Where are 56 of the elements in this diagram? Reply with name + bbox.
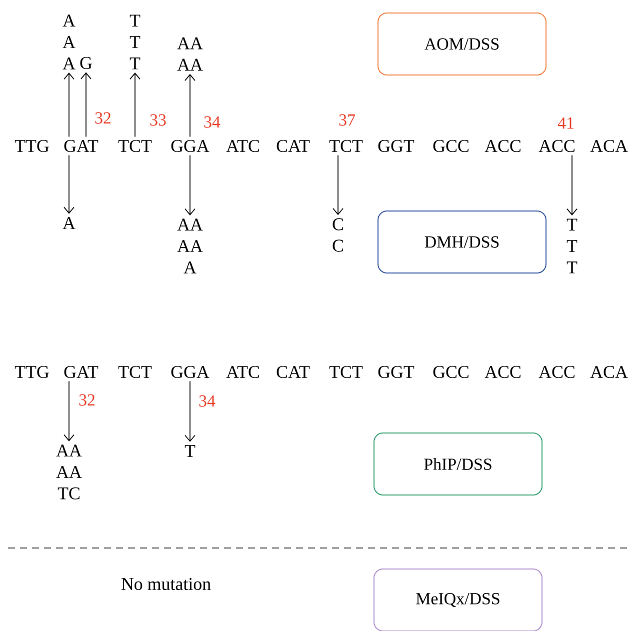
note-text: No mutation (121, 578, 211, 590)
arrow (130, 72, 140, 138)
codon-text: TCT (329, 366, 363, 378)
arrow (184, 74, 196, 138)
arrow (184, 380, 196, 442)
edge-label: 33 (150, 114, 166, 126)
edge-label: 34 (199, 395, 216, 407)
codon-text: TCT (118, 366, 152, 378)
mutation-text: G (80, 56, 92, 70)
arrow (64, 72, 74, 138)
treatment-box: PhIP/DSS (374, 432, 542, 496)
codon-text: CAT (276, 366, 310, 378)
codon-text: ATC (226, 140, 259, 152)
codon-text: CAT (276, 140, 310, 152)
codon-text: GGA (171, 140, 210, 152)
mutation-text: AA AA (177, 37, 203, 71)
codon-text: GAT (64, 366, 98, 378)
codon-text: ACC (484, 366, 520, 378)
mutation-text: C C (332, 218, 343, 252)
mutation-text: AA AA A (177, 218, 203, 274)
arrow (566, 154, 578, 216)
codon-text: GGT (378, 140, 414, 152)
edge-label: 34 (204, 116, 220, 128)
arrow (332, 154, 344, 216)
codon-text: GCC (433, 366, 468, 378)
arrow (184, 154, 196, 216)
codon-text: GGT (378, 366, 414, 378)
codon-text: GGA (171, 366, 210, 378)
edge-label: 32 (79, 394, 95, 406)
mutation-text: A A A (62, 14, 76, 70)
codon-text: ATC (226, 366, 259, 378)
codon-text: ACC (538, 140, 574, 152)
mutation-text: A (62, 217, 76, 229)
mutation-text: T T T (566, 218, 578, 274)
codon-text: ACC (538, 366, 574, 378)
codon-text: TCT (118, 140, 152, 152)
treatment-box: DMH/DSS (378, 210, 546, 274)
codon-text: ACC (484, 140, 520, 152)
mutation-text: T (184, 445, 196, 457)
codon-text: TTG (14, 366, 49, 378)
treatment-box: MeIQx/DSS (374, 568, 542, 631)
edge-label: 32 (95, 112, 111, 124)
edge-label: 41 (558, 117, 574, 129)
mutation-text: AA AA TC (56, 444, 82, 500)
codon-text: ACA (590, 366, 628, 378)
arrow (80, 72, 92, 138)
codon-text: GCC (433, 140, 468, 152)
mutation-text: T T T (130, 14, 140, 70)
edge-label: 37 (339, 114, 355, 126)
arrow (64, 380, 74, 442)
codon-text: GAT (64, 140, 98, 152)
arrow (64, 154, 74, 214)
codon-text: TCT (329, 140, 363, 152)
treatment-box: AOM/DSS (378, 12, 546, 76)
codon-text: TTG (14, 140, 49, 152)
codon-text: ACA (590, 140, 628, 152)
